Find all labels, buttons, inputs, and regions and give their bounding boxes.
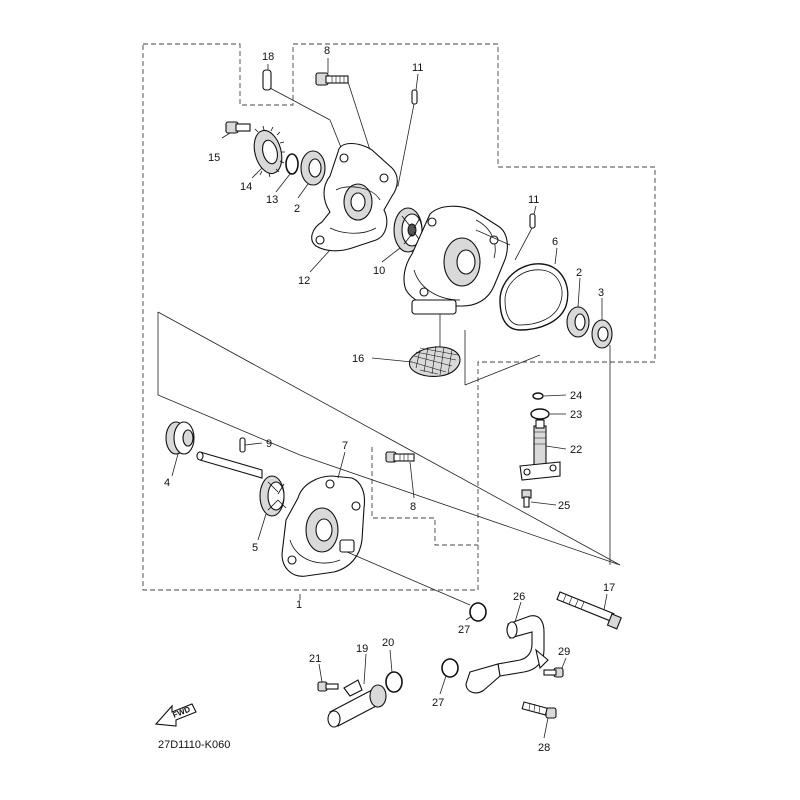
callout-27-upper: 27 [458, 624, 470, 636]
callout-leaders [171, 58, 608, 739]
callout-7: 7 [342, 440, 348, 452]
part-9-pin [239, 437, 246, 453]
callout-5: 5 [252, 542, 258, 554]
callout-3: 3 [598, 287, 604, 299]
part-7-pump-cover [281, 475, 471, 606]
part-15-bolt [221, 121, 251, 139]
forward-arrow-icon: FWD [154, 703, 197, 727]
part-27-o-ring-lower [441, 658, 459, 678]
part-22-shaft-assembly [519, 419, 561, 481]
callout-25: 25 [558, 500, 570, 512]
callout-29: 29 [558, 646, 570, 658]
part-24-o-ring [532, 392, 544, 400]
callout-8-lower: 8 [410, 501, 416, 513]
part-8-bolt-lower [385, 451, 415, 463]
callout-26: 26 [513, 591, 525, 603]
part-27-o-ring-upper [469, 602, 487, 622]
callout-11-right: 11 [528, 194, 539, 206]
part-4-mechanical-seal [165, 421, 195, 455]
part-5-impeller-shaft [196, 451, 287, 517]
part-2-bearing-left [300, 150, 326, 186]
callout-18: 18 [262, 51, 274, 63]
callout-16: 16 [352, 353, 364, 365]
callout-20: 20 [382, 637, 394, 649]
callout-17: 17 [603, 582, 615, 594]
callout-14: 14 [240, 181, 252, 193]
part-21-bolt [317, 681, 339, 692]
group-outline-top [157, 311, 621, 566]
callout-24: 24 [570, 390, 582, 402]
part-3-oil-seal [591, 319, 613, 349]
part-19-joint-pipe [327, 679, 387, 728]
callout-12: 12 [298, 275, 310, 287]
part-12-housing [311, 142, 398, 252]
part-28-bolt [521, 701, 557, 719]
callout-1: 1 [296, 599, 302, 611]
assembly-boundaries [142, 43, 656, 591]
part-10-impeller [393, 207, 423, 253]
part-18-dowel-pin [262, 69, 343, 151]
part-14-sprocket [253, 125, 285, 178]
callout-2-right: 2 [576, 267, 582, 279]
callout-10: 10 [373, 265, 385, 277]
callout-4: 4 [164, 477, 170, 489]
part-11-pin-right [514, 213, 536, 261]
callout-19: 19 [356, 643, 368, 655]
part-25-bolt [521, 489, 532, 508]
group-outline-bottom [299, 454, 621, 566]
reference-code: 27D1110-K060 [158, 739, 230, 751]
part-8-bolt-upper [315, 72, 371, 151]
part-13-circlip [285, 153, 299, 175]
callout-6: 6 [552, 236, 558, 248]
callout-8-upper: 8 [324, 45, 330, 57]
callout-13: 13 [266, 194, 278, 206]
part-29-bolt [543, 667, 564, 678]
callout-22: 22 [570, 444, 582, 456]
part-17-long-bolt [556, 591, 622, 630]
part-6-gasket [499, 263, 569, 331]
callout-9: 9 [266, 438, 272, 450]
water-pump-housing [403, 205, 511, 348]
part-20-o-ring [385, 671, 403, 693]
shaft-alignment-line [464, 354, 541, 386]
callout-21: 21 [309, 653, 321, 665]
callout-11-upper: 11 [412, 62, 423, 74]
callout-23: 23 [570, 409, 582, 421]
part-2-bearing-right [566, 306, 590, 338]
upper-assembly-boundary [142, 43, 656, 591]
callout-numbers: 18 8 11 15 14 13 2 12 10 11 6 2 3 16 24 … [164, 45, 615, 754]
callout-2-left: 2 [294, 203, 300, 215]
part-16-strainer [408, 345, 461, 377]
callout-27-lower: 27 [432, 697, 444, 709]
callout-15: 15 [208, 152, 220, 164]
part-23-o-ring [530, 408, 550, 420]
callout-28: 28 [538, 742, 550, 754]
part-26-water-pipe [465, 615, 549, 694]
group-leaders [157, 311, 621, 566]
group-outline-left [157, 312, 301, 456]
